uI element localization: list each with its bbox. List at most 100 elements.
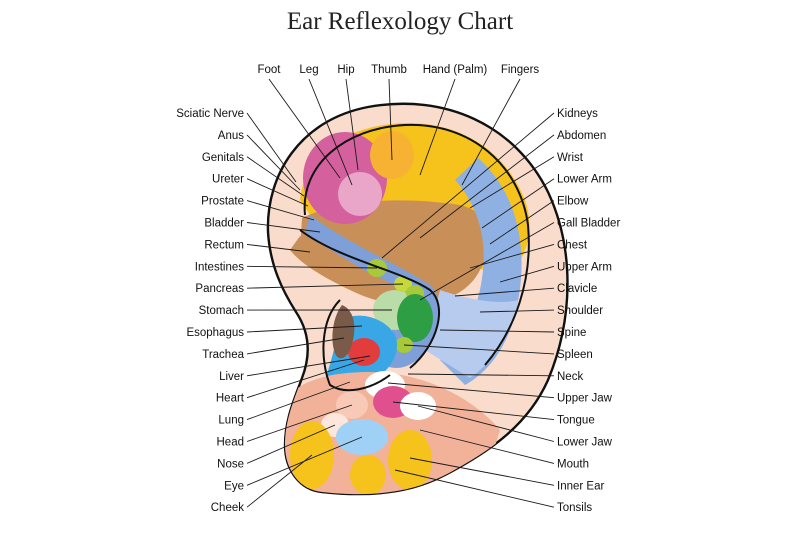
label-stomach: Stomach bbox=[199, 305, 244, 317]
label-lung: Lung bbox=[218, 415, 244, 427]
trachea-zone bbox=[332, 305, 355, 359]
label-spleen: Spleen bbox=[557, 349, 593, 361]
leader-esophagus bbox=[246, 325, 363, 333]
leader-trachea bbox=[246, 337, 345, 355]
concha-outline bbox=[322, 299, 391, 392]
leader-hand-palm bbox=[419, 78, 456, 176]
leader-lines bbox=[246, 78, 555, 508]
rectum-zone bbox=[290, 236, 401, 302]
label-abdomen: Abdomen bbox=[557, 130, 606, 142]
leader-liver bbox=[246, 355, 371, 377]
label-inner-ear: Inner Ear bbox=[557, 480, 604, 492]
leader-leg bbox=[308, 78, 353, 186]
leader-mouth bbox=[419, 429, 555, 464]
leader-shoulder bbox=[479, 309, 555, 313]
leader-lung bbox=[246, 381, 351, 421]
heart-zone bbox=[348, 338, 380, 366]
label-tonsils: Tonsils bbox=[557, 502, 592, 514]
leader-sciatic-nerve bbox=[246, 112, 297, 183]
label-upper-arm: Upper Arm bbox=[557, 261, 612, 273]
label-clavicle: Clavicle bbox=[557, 283, 597, 295]
hand-palm-zone bbox=[300, 200, 491, 302]
leader-cheek bbox=[246, 454, 313, 508]
label-trachea: Trachea bbox=[202, 349, 244, 361]
label-anus: Anus bbox=[218, 130, 244, 142]
tonsil-zone bbox=[388, 430, 432, 490]
label-rectum: Rectum bbox=[204, 239, 244, 251]
label-nose: Nose bbox=[217, 458, 244, 470]
label-kidneys: Kidneys bbox=[557, 108, 598, 120]
leader-rectum bbox=[246, 243, 311, 253]
leader-upper-jaw bbox=[387, 382, 555, 399]
chart-title: Ear Reflexology Chart bbox=[286, 8, 514, 35]
label-chest: Chest bbox=[557, 239, 588, 251]
antihelix-outline bbox=[299, 229, 441, 369]
label-gall-bladder: Gall Bladder bbox=[557, 218, 620, 230]
label-sciatic-nerve: Sciatic Nerve bbox=[176, 108, 244, 120]
label-genitals: Genitals bbox=[202, 152, 244, 164]
leader-tongue bbox=[392, 401, 555, 421]
leader-wrist bbox=[469, 156, 555, 209]
leader-abdomen bbox=[419, 134, 555, 239]
leader-foot bbox=[268, 78, 341, 179]
label-upper-jaw: Upper Jaw bbox=[557, 393, 613, 405]
leader-thumb bbox=[388, 78, 393, 161]
label-lower-arm: Lower Arm bbox=[557, 174, 612, 186]
leader-nose bbox=[246, 424, 336, 464]
leader-inner-ear bbox=[409, 457, 555, 486]
leader-ureter bbox=[246, 178, 309, 207]
label-thumb: Thumb bbox=[371, 64, 407, 76]
label-neck: Neck bbox=[557, 371, 583, 383]
label-liver: Liver bbox=[219, 371, 244, 383]
leader-bladder bbox=[246, 222, 321, 233]
leader-intestines bbox=[246, 265, 378, 269]
label-fingers: Fingers bbox=[501, 64, 540, 76]
foot-zone bbox=[338, 172, 382, 216]
helix-inner-outline bbox=[303, 123, 530, 366]
label-spine: Spine bbox=[557, 327, 586, 339]
leader-anus bbox=[246, 134, 301, 191]
leader-hip bbox=[345, 78, 359, 171]
leader-genitals bbox=[246, 156, 305, 197]
label-hip: Hip bbox=[337, 64, 354, 76]
leader-kidneys bbox=[381, 112, 555, 259]
leader-chest bbox=[469, 243, 555, 269]
leader-tonsils bbox=[394, 469, 555, 508]
leader-lower-arm bbox=[481, 178, 555, 229]
label-heart: Heart bbox=[216, 393, 245, 405]
label-lower-jaw: Lower Jaw bbox=[557, 437, 613, 449]
leader-upper-arm bbox=[499, 265, 555, 283]
label-esophagus: Esophagus bbox=[186, 327, 244, 339]
leader-spine bbox=[439, 329, 555, 333]
ear-illustration bbox=[266, 102, 569, 496]
label-bladder: Bladder bbox=[204, 218, 244, 230]
label-intestines: Intestines bbox=[195, 261, 244, 273]
label-wrist: Wrist bbox=[557, 152, 584, 164]
label-eye: Eye bbox=[224, 480, 244, 492]
leader-gall-bladder bbox=[419, 222, 555, 301]
label-shoulder: Shoulder bbox=[557, 305, 603, 317]
leader-head bbox=[246, 404, 353, 442]
label-cheek: Cheek bbox=[211, 502, 244, 514]
leader-pancreas bbox=[246, 283, 404, 289]
label-prostate: Prostate bbox=[201, 196, 244, 208]
label-tongue: Tongue bbox=[557, 415, 595, 427]
label-pancreas: Pancreas bbox=[195, 283, 244, 295]
label-elbow: Elbow bbox=[557, 196, 589, 208]
leader-spleen bbox=[403, 344, 555, 355]
leader-fingers bbox=[461, 78, 521, 186]
liver-zone bbox=[397, 294, 433, 342]
leader-heart bbox=[246, 359, 365, 399]
left-labels: Sciatic NerveAnusGenitalsUreterProstateB… bbox=[176, 108, 245, 514]
leader-clavicle bbox=[454, 287, 555, 297]
leader-elbow bbox=[489, 200, 555, 245]
leader-neck bbox=[407, 373, 555, 377]
label-leg: Leg bbox=[299, 64, 318, 76]
label-head: Head bbox=[217, 437, 245, 449]
leader-prostate bbox=[246, 200, 315, 221]
label-mouth: Mouth bbox=[557, 458, 589, 470]
label-foot: Foot bbox=[257, 64, 281, 76]
